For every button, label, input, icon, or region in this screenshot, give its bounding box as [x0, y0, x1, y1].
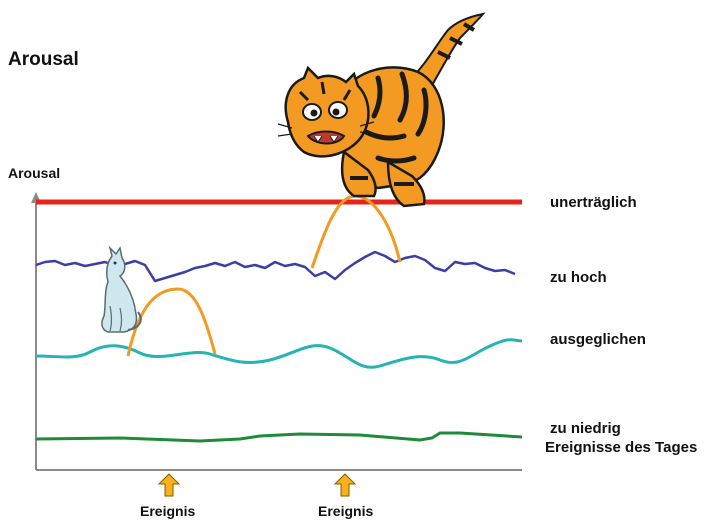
level-label-balanced: ausgeglichen: [550, 331, 646, 348]
level-label-unbearable: unerträglich: [550, 194, 637, 211]
arrow-up-icon: [333, 473, 357, 497]
level-label-too-high: zu hoch: [550, 269, 607, 286]
line-too-low: [35, 431, 523, 443]
cat-icon: [101, 245, 142, 333]
page-title: Arousal: [8, 49, 79, 70]
y-axis-label: Arousal: [8, 165, 60, 181]
level-label-daily-events: Ereignisse des Tages: [545, 439, 697, 456]
level-label-too-low: zu niedrig: [550, 420, 621, 437]
line-balanced: [35, 338, 523, 369]
event-label-2: Ereignis: [318, 503, 373, 519]
event-label-1: Ereignis: [140, 503, 195, 519]
tiger-icon: [277, 12, 486, 208]
arrow-up-icon: [157, 473, 181, 497]
